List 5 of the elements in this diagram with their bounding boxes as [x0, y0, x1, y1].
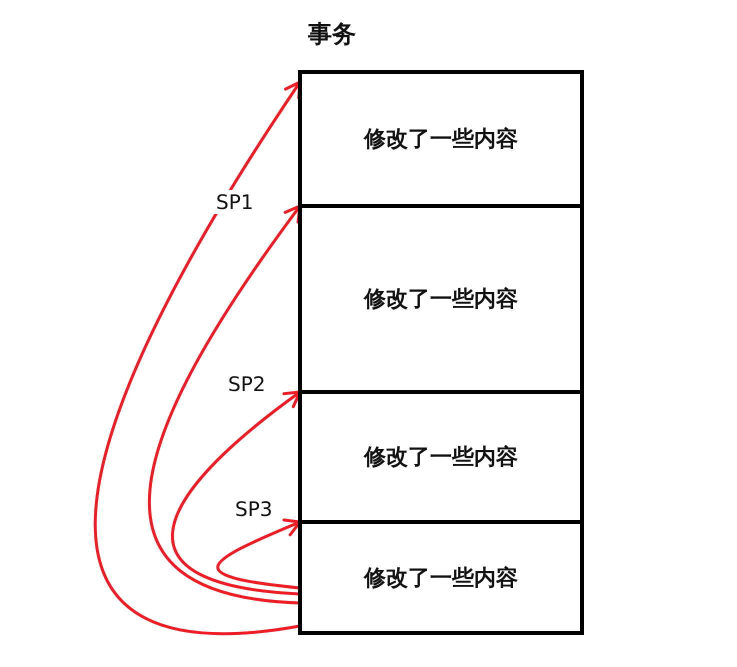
heading: 事务 [308, 19, 356, 50]
section-text: 修改了一些内容 [364, 126, 518, 154]
section-text: 修改了一些内容 [364, 444, 518, 472]
section-text: 修改了一些内容 [364, 286, 518, 314]
section-text: 修改了一些内容 [364, 564, 518, 592]
